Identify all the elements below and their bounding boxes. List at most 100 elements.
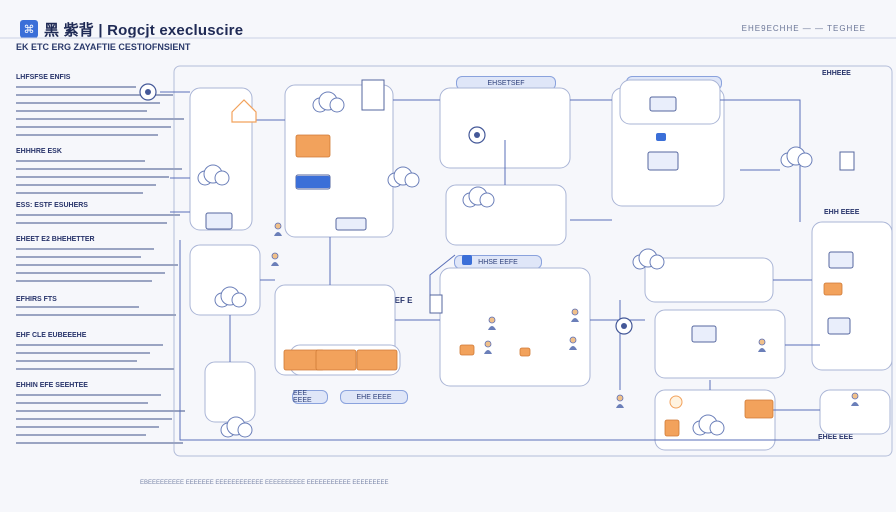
person-icon xyxy=(571,308,579,316)
left-item: EHHHRE ESK xyxy=(16,148,62,155)
left-item: EHEET E2 BHEHETTER xyxy=(16,236,95,243)
cloud-icon xyxy=(632,248,665,270)
person-icon xyxy=(488,326,496,330)
text-line xyxy=(16,344,163,346)
left-item: EHHIN EFE SEEHTEE xyxy=(16,382,88,389)
orange-card xyxy=(315,349,357,371)
text-line xyxy=(16,168,182,170)
text-line xyxy=(16,160,145,162)
gear-icon xyxy=(621,323,627,329)
monitor-icon xyxy=(647,151,679,171)
stage-label: E8 HE HEEE xyxy=(626,130,724,144)
cloud-icon xyxy=(780,146,813,168)
node-label: EHS 28 xyxy=(470,296,498,305)
person-icon xyxy=(484,350,492,354)
process-box xyxy=(189,87,253,231)
orange-card xyxy=(356,349,398,371)
person-icon xyxy=(569,336,577,344)
stage-label: EEHEEE xyxy=(626,76,722,90)
left-item: LHFSFSE ENFIS xyxy=(16,74,71,81)
node-label: Hi0 EF E xyxy=(380,296,413,305)
cloud-icon xyxy=(462,186,495,208)
person-icon xyxy=(616,404,624,408)
person-icon xyxy=(569,346,577,350)
text-line xyxy=(16,410,185,412)
person-icon xyxy=(571,318,579,322)
stage-label: EHSETSEF xyxy=(456,76,556,90)
text-line xyxy=(16,368,174,370)
document-icon xyxy=(839,151,855,171)
stage-label: HHSE EEFE xyxy=(454,255,542,269)
header-right-text: EHE9ECHHE — — TEGHEE xyxy=(741,24,866,33)
process-box xyxy=(819,389,891,435)
text-line xyxy=(16,272,165,274)
person-icon xyxy=(758,338,766,346)
text-line xyxy=(16,264,178,266)
monitor-icon xyxy=(335,217,367,231)
monitor-icon xyxy=(828,251,854,269)
text-line xyxy=(16,256,141,258)
text-line xyxy=(16,418,172,420)
monitor-icon xyxy=(295,174,331,190)
stage-label: EE EEEE EE xyxy=(682,350,738,364)
stage-label: EHE EEEE xyxy=(340,390,408,404)
stage-label: EEE EEEE xyxy=(292,390,328,404)
text-line xyxy=(16,434,146,436)
app-logo-icon: ⌘ xyxy=(20,20,38,38)
text-line xyxy=(16,184,156,186)
monitor-icon xyxy=(827,317,851,335)
process-box xyxy=(811,221,893,371)
process-box xyxy=(445,184,567,246)
text-line xyxy=(16,110,147,112)
accent-block xyxy=(296,176,330,188)
gear-icon xyxy=(139,83,157,101)
connector-line xyxy=(179,240,820,441)
text-line xyxy=(16,222,167,224)
process-box xyxy=(439,267,591,387)
text-line xyxy=(16,86,136,88)
text-line xyxy=(16,280,152,282)
cloud-icon xyxy=(220,416,253,438)
orange-card xyxy=(744,399,774,419)
person-icon xyxy=(616,394,624,402)
text-line xyxy=(16,214,180,216)
text-line xyxy=(16,94,173,96)
process-box xyxy=(284,84,394,238)
process-box xyxy=(654,389,776,451)
monitor-icon xyxy=(691,325,717,343)
gear-icon xyxy=(145,89,151,95)
cloud-icon xyxy=(387,166,420,188)
gear-icon xyxy=(468,126,486,144)
cloud-icon xyxy=(692,414,725,436)
house-icon xyxy=(231,99,257,123)
left-item: ESS: ESTF ESUHERS xyxy=(16,202,88,209)
text-line xyxy=(16,192,143,194)
person-icon xyxy=(274,222,282,230)
process-box xyxy=(654,309,786,379)
person-icon xyxy=(271,262,279,266)
orange-card xyxy=(519,347,531,357)
process-box xyxy=(644,257,774,303)
text-line xyxy=(16,402,148,404)
footer-text: EBEEEEEEEEE EEEEEEE EEEEEEEEEEEE EEEEEEE… xyxy=(140,480,389,486)
person-icon xyxy=(758,348,766,352)
monitor-icon xyxy=(205,212,233,230)
person-icon xyxy=(271,252,279,260)
text-line xyxy=(16,352,150,354)
process-box xyxy=(189,244,261,316)
text-line xyxy=(16,134,158,136)
gear-icon xyxy=(474,132,480,138)
text-line xyxy=(16,314,176,316)
cloud-icon xyxy=(214,286,247,308)
text-line xyxy=(16,176,169,178)
diagram-title: 黑 紫背 | Rogcjt execluscire xyxy=(44,22,244,39)
text-line xyxy=(16,102,160,104)
text-line xyxy=(16,306,139,308)
orange-card xyxy=(295,134,331,158)
text-line xyxy=(16,118,184,120)
cloud-icon xyxy=(197,164,230,186)
orange-card xyxy=(283,349,325,371)
person-icon xyxy=(488,316,496,324)
